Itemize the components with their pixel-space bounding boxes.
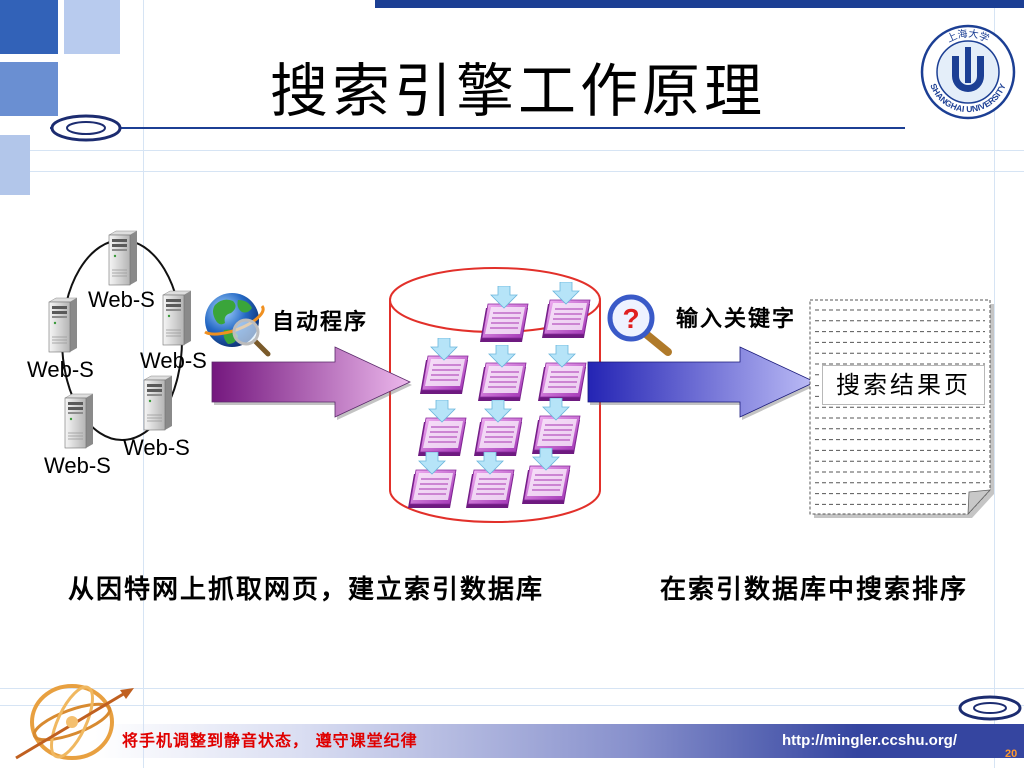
- decor-square: [0, 62, 58, 116]
- decor-square: [0, 0, 58, 54]
- decor-square: [64, 0, 120, 54]
- document-download-icon: [531, 398, 581, 455]
- document-download-icon: [479, 286, 529, 343]
- question-mark-glyph: ?: [622, 303, 639, 334]
- result-page-label: 搜索结果页: [822, 365, 985, 405]
- web-server-label: Web-S: [88, 287, 155, 312]
- web-server-label: Web-S: [27, 357, 94, 382]
- document-download-icon: [419, 338, 469, 395]
- document-download-icon: [417, 400, 467, 457]
- globe-magnifier-icon: [204, 293, 271, 357]
- web-server-label: Web-S: [44, 453, 111, 478]
- armillary-sphere-icon: [15, 684, 134, 760]
- document-download-icon: [541, 282, 591, 339]
- footer-bar: [95, 724, 1024, 758]
- web-server-label: Web-S: [123, 435, 190, 460]
- server-icon: [108, 230, 138, 286]
- server-icon: [143, 375, 173, 431]
- slide-title: 搜索引擎工作原理: [270, 57, 767, 125]
- question-magnifier-icon: ?: [607, 294, 672, 356]
- background-grid-line: [0, 705, 1024, 706]
- document-download-icon: [477, 345, 527, 402]
- background-grid-line: [0, 171, 1024, 172]
- background-grid-line: [143, 0, 144, 768]
- background-grid-line: [994, 0, 995, 768]
- top-header-bar: [375, 0, 1024, 8]
- crawl-caption: 从因特网上抓取网页，建立索引数据库: [68, 575, 545, 605]
- ring-ornament-icon: [50, 114, 122, 142]
- university-seal-icon: SHANGHAI UNIVERSITY 上海大学: [920, 24, 1016, 120]
- server-icon: [162, 290, 192, 346]
- footer-notice: 将手机调整到静音状态， 遵守课堂纪律: [122, 731, 418, 750]
- keyword-label: 输入关键字: [676, 307, 797, 332]
- document-download-icon: [521, 448, 571, 505]
- crawler-label: 自动程序: [272, 310, 369, 335]
- document-download-icon: [407, 452, 457, 509]
- search-caption: 在索引数据库中搜索排序: [660, 575, 969, 605]
- footer-url: http://mingler.ccshu.org/: [782, 732, 958, 749]
- document-page-icon: [809, 299, 994, 518]
- page-number: 20: [1005, 748, 1018, 760]
- document-download-icon: [473, 400, 523, 457]
- server-icon: [64, 393, 94, 449]
- ring-ornament-icon: [958, 695, 1022, 721]
- decor-square: [0, 135, 30, 195]
- document-download-icon: [465, 452, 515, 509]
- indexed-pages-group: [407, 282, 591, 509]
- search-arrow: [587, 346, 817, 420]
- crawl-arrow: [211, 346, 412, 420]
- document-download-icon: [537, 345, 587, 402]
- background-grid-line: [0, 688, 1024, 689]
- background-grid-line: [0, 150, 1024, 151]
- web-server-label: Web-S: [140, 348, 207, 373]
- server-icon: [48, 297, 78, 353]
